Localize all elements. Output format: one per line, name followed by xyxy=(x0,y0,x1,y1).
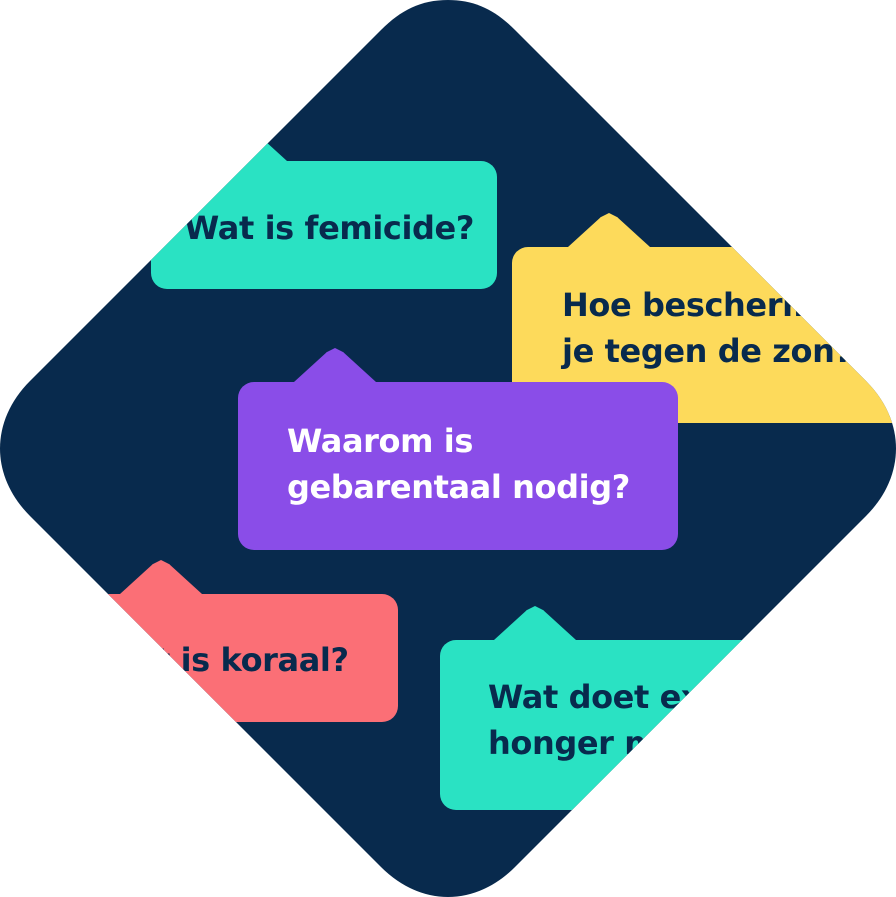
question-text: Hoe bescherm je je tegen de zon? xyxy=(562,282,858,374)
question-line: gebarentaal nodig? xyxy=(287,468,630,506)
question-line: Wat doet extreme xyxy=(488,678,807,716)
question-text: Wat is koraal? xyxy=(100,637,349,683)
question-bubble-femicide: Wat is femicide? xyxy=(151,161,497,289)
question-line: Wat is koraal? xyxy=(100,641,349,679)
question-line: je tegen de zon? xyxy=(562,332,853,370)
question-bubble-honger: Wat doet extreme honger met je? xyxy=(440,640,860,810)
question-text: Waarom is gebarentaal nodig? xyxy=(287,418,630,510)
question-line: honger met je? xyxy=(488,724,755,762)
question-text: Wat is femicide? xyxy=(184,205,474,251)
question-text: Wat doet extreme honger met je? xyxy=(488,674,807,766)
question-line: Hoe bescherm je xyxy=(562,286,858,324)
question-bubble-koraal: Wat is koraal? xyxy=(58,594,398,722)
question-bubble-gebarentaal: Waarom is gebarentaal nodig? xyxy=(238,382,678,550)
question-line: Waarom is xyxy=(287,422,474,460)
question-line: Wat is femicide? xyxy=(184,209,474,247)
